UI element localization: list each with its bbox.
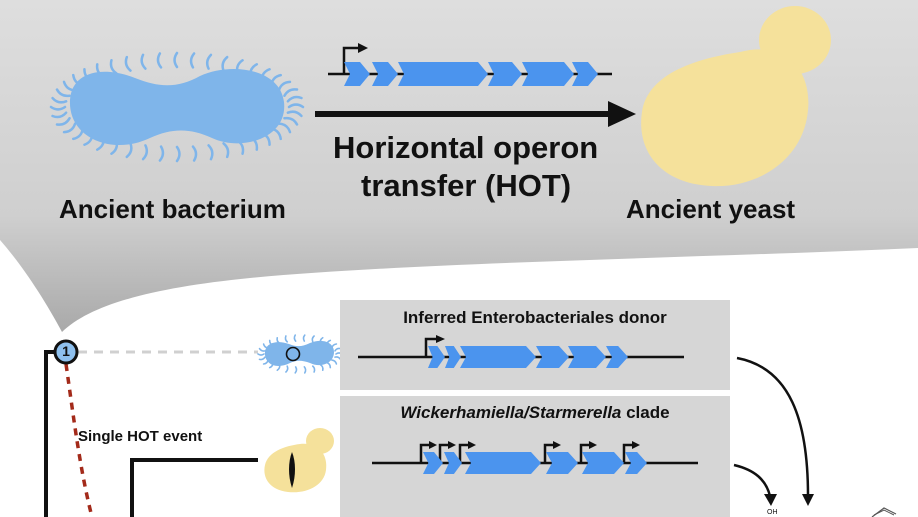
cilium (175, 145, 181, 163)
cilium (55, 88, 71, 98)
cilium (221, 55, 229, 72)
promoter-arrowhead-3 (468, 441, 476, 449)
cilium (49, 105, 67, 111)
gene-arrow-clade-6 (625, 452, 647, 474)
clade-operon (372, 441, 698, 474)
cilium (294, 366, 298, 374)
promoter-arrow-6 (622, 443, 634, 463)
gene-arrow-donor-5 (568, 346, 606, 368)
hot-label-line1: Horizontal operon (333, 130, 599, 165)
cilium (258, 347, 266, 352)
yeast-illustration (641, 6, 831, 187)
promoter-arrowhead-6 (632, 441, 640, 449)
donor-panel-bg (340, 300, 730, 390)
cilium (286, 110, 303, 118)
cilium (334, 356, 342, 361)
cilium (222, 142, 230, 159)
cilium (207, 144, 214, 161)
gene-arrow-donor-4 (536, 346, 569, 368)
cilium (124, 55, 132, 72)
cilium (284, 335, 289, 343)
gene-arrow-donor-1 (428, 346, 445, 368)
cilium (62, 122, 77, 134)
promoter-arrowhead-5 (589, 441, 597, 449)
cilium (303, 366, 307, 374)
single-hot-event-label: Single HOT event (78, 428, 203, 445)
cilium (311, 335, 315, 343)
clade-title-italic: Wickerhamiella/Starmerella (400, 403, 622, 422)
gene-arrow-top-5 (522, 62, 574, 86)
tree-node-1 (53, 339, 79, 365)
chem-oh-label: OH (767, 509, 778, 516)
gene-arrow-top-1 (344, 62, 370, 86)
cilium (302, 334, 306, 342)
gene-arrow-top-6 (572, 62, 598, 86)
cilium (156, 52, 163, 69)
gene-arrow-clade-5 (582, 452, 624, 474)
promoter-arrow-2 (438, 443, 450, 463)
ancient-yeast-label: Ancient yeast (626, 194, 796, 224)
cilium (55, 117, 71, 126)
cilium (283, 116, 299, 126)
hot-label-line2: transfer (HOT) (361, 168, 572, 203)
cilium (331, 359, 338, 365)
cilium (257, 353, 265, 356)
promoter-arrowhead-2 (448, 441, 456, 449)
gene-arrow-clade-1 (423, 452, 443, 474)
cilium (285, 365, 289, 373)
gene-arrow-donor-6 (606, 346, 628, 368)
promoter-arrowhead-1 (429, 441, 437, 449)
cilium (205, 53, 213, 70)
cilium (311, 365, 316, 373)
cilium (258, 356, 266, 361)
cilium (109, 59, 118, 75)
cilium (319, 363, 324, 372)
cilium (334, 347, 342, 352)
gene-arrow-top-3 (398, 62, 488, 86)
cilium (125, 142, 133, 159)
cilium (140, 53, 147, 70)
cilium (283, 88, 299, 97)
cilium (189, 52, 196, 69)
node-number: 1 (62, 343, 70, 359)
gene-arrow-donor-2 (445, 346, 461, 368)
small-yeast-icon (264, 428, 334, 493)
clade-panel-title: Wickerhamiella/Starmerella clade (340, 403, 730, 423)
cilium (51, 111, 68, 119)
cilium (191, 145, 198, 162)
cilium (173, 51, 179, 69)
cilium (277, 122, 292, 134)
promoter-arrow-3 (458, 443, 470, 463)
cilium (326, 361, 332, 369)
right-curved-arrows (733, 356, 814, 506)
chemical-fragment (871, 507, 897, 517)
promoter-arrow-4 (543, 443, 555, 463)
cilium (141, 144, 149, 161)
promoter-arrow-5 (579, 443, 591, 463)
small-bacterium-icon (257, 334, 343, 374)
bacterium-illustration (49, 51, 305, 163)
ancient-bacterium-label: Ancient bacterium (59, 194, 286, 224)
clade-title-rest: clade (621, 403, 670, 422)
gene-arrow-clade-3 (465, 452, 541, 474)
phylogeny-tree (44, 350, 258, 517)
cilium (286, 95, 303, 103)
cilium (51, 96, 68, 104)
gene-arrow-clade-4 (546, 452, 578, 474)
promoter-arrowhead-4 (553, 441, 561, 449)
transfer-arrow (315, 101, 636, 127)
donor-panel-title: Inferred Enterobacteriales donor (403, 308, 667, 327)
cilium (287, 103, 305, 109)
gene-arrow-donor-3 (460, 346, 536, 368)
gene-arrow-clade-2 (444, 452, 462, 474)
cilium (158, 145, 165, 162)
donor-operon (358, 335, 684, 368)
gene-arrow-top-2 (372, 62, 398, 86)
cilium (293, 334, 297, 342)
operon-top (328, 43, 612, 86)
promoter-arrow-1 (419, 443, 431, 463)
gene-arrow-top-4 (488, 62, 522, 86)
